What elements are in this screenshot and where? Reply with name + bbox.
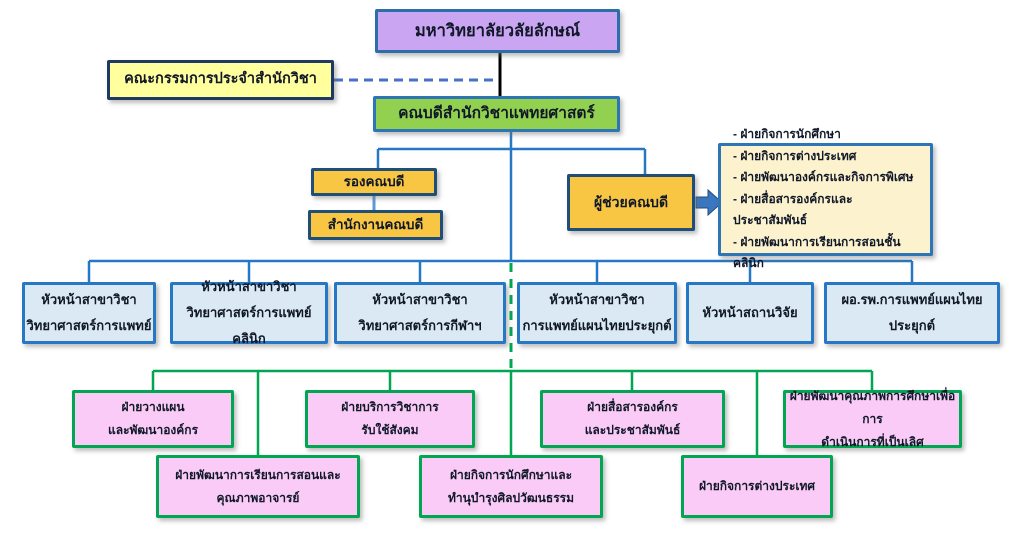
assistant-unit-item: - ฝ่ายกิจการนักศึกษา bbox=[733, 127, 841, 142]
node-head-research-institute: หัวหน้าสถานวิจัย bbox=[686, 282, 814, 344]
node-head-sports-science: หัวหน้าสาขาวิชา วิทยาศาสตร์การกีฬาฯ bbox=[334, 282, 506, 344]
node-division-student-affairs: ฝ่ายกิจการนักศึกษาและ ทำนุบำรุงศิลปวัฒนธ… bbox=[419, 455, 603, 518]
node-division-academic-service: ฝ่ายบริการวิชาการ รับใช้สังคม bbox=[305, 390, 475, 448]
node-dean-office: สำนักงานคณบดี bbox=[308, 210, 443, 240]
node-committee: คณะกรรมการประจำสำนักวิชา bbox=[107, 60, 334, 100]
node-label: การแพทย์แผนไทยประยุกต์ bbox=[522, 318, 672, 333]
node-label: ฝ่ายพัฒนาการเรียนการสอนและ bbox=[175, 467, 341, 482]
node-label: รับใช้สังคม bbox=[361, 423, 419, 437]
assistant-unit-item: - ฝ่ายกิจการต่างประเทศ bbox=[733, 148, 857, 163]
node-division-teaching-development: ฝ่ายพัฒนาการเรียนการสอนและ คุณภาพอาจารย์ bbox=[156, 455, 360, 518]
node-label: ฝ่ายวางแผน bbox=[121, 400, 185, 414]
node-division-communications: ฝ่ายสื่อสารองค์กร และประชาสัมพันธ์ bbox=[540, 390, 725, 448]
node-label: ผอ.รพ.การแพทย์แผนไทย bbox=[841, 292, 983, 307]
node-label: หัวหน้าสาขาวิชา bbox=[41, 292, 137, 307]
node-label: หัวหน้าสาขาวิชา bbox=[549, 292, 645, 307]
node-label: หัวหน้าสาขาวิชา bbox=[201, 279, 297, 294]
line-upper-branch bbox=[376, 147, 647, 174]
node-label: ฝ่ายบริการวิชาการ bbox=[341, 400, 439, 414]
arrow-assistant-units-icon bbox=[695, 188, 723, 217]
node-label: วิทยาศาสตร์การกีฬาฯ bbox=[358, 318, 482, 333]
node-label: ฝ่ายสื่อสารองค์กร bbox=[587, 400, 678, 414]
node-university: มหาวิทยาลัยวลัยลักษณ์ bbox=[375, 9, 620, 53]
node-division-international-affairs: ฝ่ายกิจการต่างประเทศ bbox=[681, 455, 833, 518]
node-label: และประชาสัมพันธ์ bbox=[584, 423, 681, 437]
node-vice-dean: รองคณบดี bbox=[311, 168, 437, 196]
node-dean: คณบดีสำนักวิชาแพทยศาสตร์ bbox=[373, 96, 620, 132]
node-label: ฝ่ายกิจการต่างประเทศ bbox=[698, 479, 816, 493]
node-label: วิทยาศาสตร์การแพทย์ bbox=[26, 318, 152, 333]
node-university-label: มหาวิทยาลัยวลัยลักษณ์ bbox=[414, 21, 581, 40]
assistant-unit-item: - ฝ่ายพัฒนาการเรียนการสอนชั้นคลินิก bbox=[733, 234, 901, 271]
node-head-applied-thai-medicine: หัวหน้าสาขาวิชา การแพทย์แผนไทยประยุกต์ bbox=[517, 282, 677, 344]
node-dean-office-label: สำนักงานคณบดี bbox=[327, 216, 424, 232]
node-label: ฝ่ายกิจการนักศึกษาและ bbox=[449, 467, 573, 482]
node-assistant-dean-label: ผู้ช่วยคณบดี bbox=[593, 194, 669, 211]
node-label: หัวหน้าสาขาวิชา bbox=[372, 292, 468, 307]
node-label: หัวหน้าสถานวิจัย bbox=[702, 305, 798, 320]
node-label: ดำเนินการที่เป็นเลิศ bbox=[821, 434, 924, 449]
node-assistant-dean: ผู้ช่วยคณบดี bbox=[567, 174, 695, 231]
node-committee-label: คณะกรรมการประจำสำนักวิชา bbox=[124, 71, 317, 88]
node-label: และพัฒนาองค์กร bbox=[107, 423, 199, 437]
node-label: คุณภาพอาจารย์ bbox=[216, 490, 300, 505]
node-label: ทำนุบำรุงศิลปวัฒนธรรม bbox=[447, 490, 574, 505]
node-label: วิทยาศาสตร์การแพทย์คลินิก bbox=[186, 305, 312, 346]
assistant-unit-item: - ฝ่ายพัฒนาองค์กรและกิจการพิเศษ bbox=[733, 170, 914, 185]
line-division-rail bbox=[151, 369, 874, 455]
assistant-unit-item: - ฝ่ายสื่อสารองค์กรและประชาสัมพันธ์ bbox=[733, 191, 853, 228]
assistant-units-list: - ฝ่ายกิจการนักศึกษา - ฝ่ายกิจการต่างประ… bbox=[718, 127, 933, 270]
node-division-education-quality: ฝ่ายพัฒนาคุณภาพการศึกษาเพื่อการ ดำเนินกา… bbox=[783, 389, 962, 449]
node-head-clinical-medical-science: หัวหน้าสาขาวิชา วิทยาศาสตร์การแพทย์คลินิ… bbox=[170, 279, 328, 346]
line-department-rail bbox=[87, 259, 914, 282]
node-head-medical-science: หัวหน้าสาขาวิชา วิทยาศาสตร์การแพทย์ bbox=[22, 282, 156, 344]
node-label: ประยุกต์ bbox=[888, 318, 936, 333]
node-label: ฝ่ายพัฒนาคุณภาพการศึกษาเพื่อการ bbox=[789, 388, 956, 426]
node-dean-label: คณบดีสำนักวิชาแพทยศาสตร์ bbox=[398, 104, 595, 122]
node-director-thai-medicine-hospital: ผอ.รพ.การแพทย์แผนไทย ประยุกต์ bbox=[824, 282, 1000, 344]
node-vice-dean-label: รองคณบดี bbox=[343, 173, 405, 189]
node-division-planning: ฝ่ายวางแผน และพัฒนาองค์กร bbox=[72, 390, 234, 448]
